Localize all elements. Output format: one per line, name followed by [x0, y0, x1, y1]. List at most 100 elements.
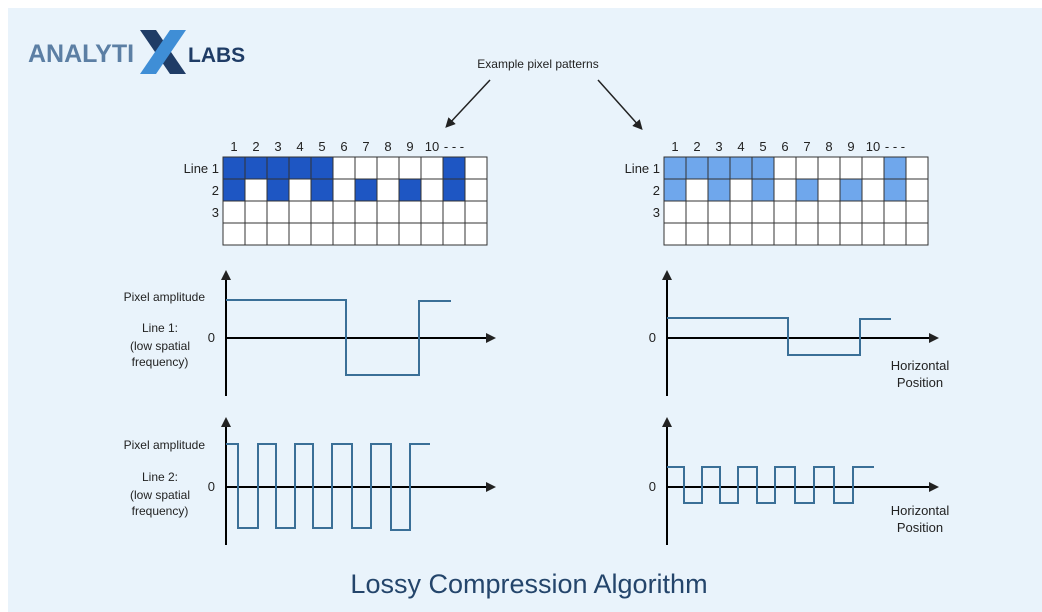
pixel-cell-filled: [398, 178, 422, 202]
pixel-cell-filled: [442, 178, 466, 202]
pixel-cell: [773, 200, 797, 224]
grid-column-label: 5: [759, 139, 766, 154]
pixel-cell: [861, 222, 885, 246]
pixel-cell: [729, 222, 753, 246]
horizontal-position-label-1: Horizontal: [891, 358, 950, 373]
grid-column-label: - - -: [885, 139, 905, 154]
horizontal-position-label-1: Horizontal: [891, 503, 950, 518]
pixel-cell: [729, 200, 753, 224]
signal-line2-compressed: [667, 466, 874, 504]
pixel-cell-filled: [310, 156, 334, 180]
pixel-cell: [442, 222, 466, 246]
pixel-cell: [442, 200, 466, 224]
pixel-cell: [751, 200, 775, 224]
pixel-cell: [795, 222, 819, 246]
signal-line1: [226, 299, 451, 376]
zero-label: 0: [208, 330, 215, 345]
pixel-cell: [420, 222, 444, 246]
grid-column-label: 9: [406, 139, 413, 154]
grid-column-label: 2: [693, 139, 700, 154]
pixel-cell: [905, 222, 929, 246]
pixel-amplitude-label: Pixel amplitude: [124, 290, 206, 304]
pixel-cell: [310, 200, 334, 224]
pixel-cell: [861, 156, 885, 180]
plot-line1-original: Pixel amplitude 0 Line 1: (low spatial f…: [124, 270, 496, 396]
analytixlabs-logo: ANALYTI LABS: [28, 30, 245, 74]
zero-label: 0: [649, 330, 656, 345]
footer-title: Lossy Compression Algorithm: [350, 569, 707, 599]
pixel-amplitude-label: Pixel amplitude: [124, 438, 206, 452]
pixel-cell: [685, 222, 709, 246]
grid-column-label: 10: [866, 139, 880, 154]
line2-caption-1: Line 2:: [142, 470, 178, 484]
pixel-cell: [817, 178, 841, 202]
horizontal-position-label-2: Position: [897, 375, 943, 390]
grid-column-label: 4: [737, 139, 744, 154]
line1-caption-3: frequency): [132, 355, 189, 369]
grid-column-label: 8: [825, 139, 832, 154]
pixel-cell: [398, 222, 422, 246]
pixel-cell-filled: [244, 156, 268, 180]
pixel-cell: [420, 156, 444, 180]
pixel-cell: [244, 200, 268, 224]
grid-column-label: 1: [230, 139, 237, 154]
pixel-cell: [354, 156, 378, 180]
signal-line1-compressed: [667, 317, 891, 356]
pixel-cell: [773, 222, 797, 246]
pixel-cell: [685, 200, 709, 224]
pixel-cell: [773, 178, 797, 202]
pixel-cell: [883, 200, 907, 224]
grid-column-label: - - -: [444, 139, 464, 154]
line1-caption-2: (low spatial: [130, 339, 190, 353]
pixel-cell: [222, 222, 246, 246]
plot-line2-original: Pixel amplitude 0 Line 2: (low spatial f…: [124, 417, 496, 545]
grid-right-cells: [663, 156, 929, 246]
diagram-panel: [8, 8, 1042, 612]
pixel-cell-filled: [222, 156, 246, 180]
pixel-cell: [398, 200, 422, 224]
pixel-cell: [663, 200, 687, 224]
grid-column-label: 3: [274, 139, 281, 154]
grid-column-label: 10: [425, 139, 439, 154]
pixel-cell: [839, 156, 863, 180]
grid-left-row-labels: Line 123: [184, 161, 219, 220]
signal-line2: [226, 443, 430, 531]
pixel-cell: [707, 222, 731, 246]
pixel-cell: [905, 178, 929, 202]
pixel-cell: [288, 178, 312, 202]
pixel-cell: [817, 200, 841, 224]
grid-column-label: 9: [847, 139, 854, 154]
pixel-cell-filled: [266, 178, 290, 202]
pixel-cell: [332, 200, 356, 224]
pixel-cell: [773, 156, 797, 180]
line2-caption-2: (low spatial: [130, 488, 190, 502]
pixel-cell: [420, 200, 444, 224]
pixel-cell: [883, 222, 907, 246]
pixel-cell: [839, 200, 863, 224]
pixel-cell-filled: [685, 156, 709, 180]
line1-caption-1: Line 1:: [142, 321, 178, 335]
pixel-cell: [905, 200, 929, 224]
pixel-cell-filled: [883, 178, 907, 202]
pixel-cell: [464, 156, 488, 180]
pixel-cell: [376, 156, 400, 180]
pixel-cell: [376, 222, 400, 246]
grid-column-label: 3: [715, 139, 722, 154]
pixel-cell: [707, 200, 731, 224]
pixel-cell-filled: [883, 156, 907, 180]
grid-column-label: 4: [296, 139, 303, 154]
pixel-cell-filled: [310, 178, 334, 202]
grid-row-label: 2: [653, 183, 660, 198]
grid-row-label: 3: [212, 205, 219, 220]
grid-row-label: Line 1: [625, 161, 660, 176]
grid-column-label: 7: [803, 139, 810, 154]
pixel-cell: [663, 222, 687, 246]
pixel-cell: [398, 156, 422, 180]
pixel-cell: [354, 200, 378, 224]
pixel-cell: [751, 222, 775, 246]
grid-row-label: Line 1: [184, 161, 219, 176]
pixel-cell-filled: [795, 178, 819, 202]
